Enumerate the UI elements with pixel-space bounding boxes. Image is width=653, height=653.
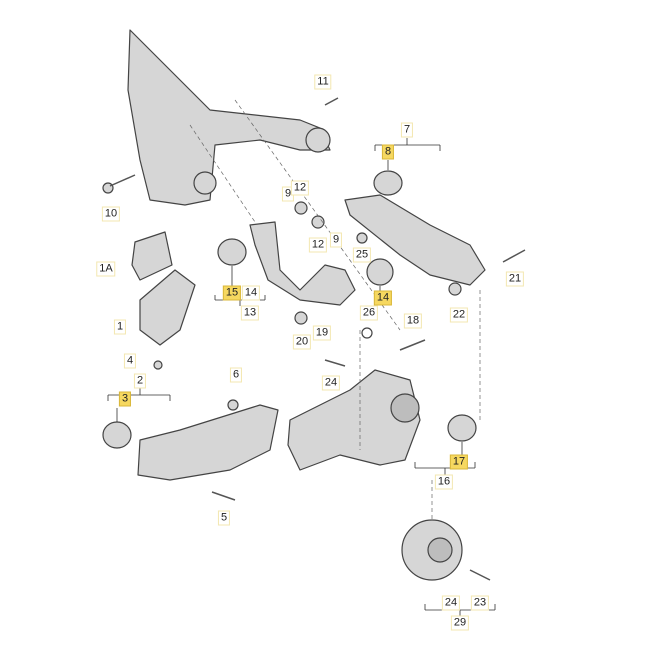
subframe [127, 29, 331, 206]
bushing-14 [366, 258, 394, 286]
label-3: 3 [118, 391, 132, 407]
wheel-hub-center [427, 537, 453, 563]
label-7: 7 [400, 122, 414, 138]
subframe-bushing-2 [193, 171, 217, 195]
label-21: 21 [505, 271, 525, 287]
label-16: 16 [434, 474, 454, 490]
subframe-bushing [305, 127, 331, 153]
label-23: 23 [470, 595, 490, 611]
label-14: 14 [241, 285, 261, 301]
wheel-carrier [287, 369, 421, 471]
label-22: 22 [449, 307, 469, 323]
label-13: 13 [240, 305, 260, 321]
bushing-17 [447, 414, 477, 442]
control-arm-7 [344, 194, 486, 286]
bushing-8 [373, 170, 403, 196]
label-29: 29 [450, 615, 470, 631]
label-2: 2 [133, 373, 147, 389]
label-12: 12 [290, 180, 310, 196]
trailing-arm-2 [137, 404, 279, 481]
label-14-b: 14 [373, 290, 393, 306]
label-26: 26 [359, 305, 379, 321]
label-11: 11 [314, 74, 332, 90]
bushing-15 [217, 238, 247, 266]
label-6: 6 [229, 367, 243, 383]
label-25: 25 [352, 247, 372, 263]
label-24-b: 24 [441, 595, 461, 611]
arm-13 [249, 221, 356, 306]
label-17: 17 [449, 454, 469, 470]
label-18: 18 [403, 313, 423, 329]
bracket-16 [414, 462, 476, 475]
bracket-7 [374, 138, 441, 151]
hub-bore [390, 393, 420, 423]
label-4: 4 [123, 353, 137, 369]
label-8: 8 [381, 144, 395, 160]
label-1a: 1A [96, 261, 116, 277]
bushing-3 [102, 421, 132, 449]
label-1: 1 [113, 319, 127, 335]
bracket-2 [107, 388, 171, 401]
bracket-1 [139, 269, 196, 346]
label-24: 24 [321, 375, 341, 391]
label-12-b: 12 [308, 237, 328, 253]
label-10: 10 [101, 206, 121, 222]
label-20: 20 [292, 334, 312, 350]
label-9-b: 9 [329, 232, 343, 248]
label-15: 15 [222, 285, 242, 301]
mount-1a [131, 231, 173, 281]
label-5: 5 [217, 510, 231, 526]
label-19: 19 [312, 325, 332, 341]
